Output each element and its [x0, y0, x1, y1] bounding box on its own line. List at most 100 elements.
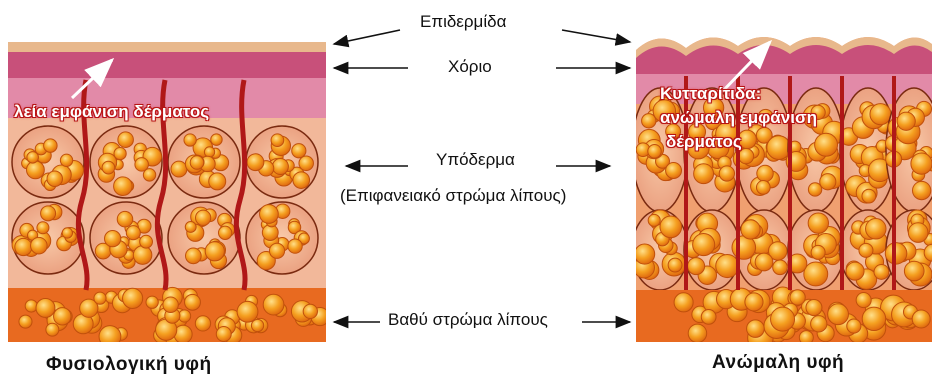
fat-cell	[904, 261, 924, 281]
fat-cell	[859, 243, 873, 257]
fat-cell	[660, 216, 682, 238]
fat-cell	[293, 172, 310, 189]
fat-cell	[54, 308, 71, 325]
cellulite-overlay: Κυτταρίτιδα: ανώμαλη εμφάνιση δέρματος	[660, 82, 817, 154]
fat-cell	[185, 222, 196, 233]
fat-cell	[897, 112, 915, 130]
fat-cell	[19, 315, 32, 328]
epidermis-arrow-right	[562, 30, 630, 42]
fat-cell	[847, 319, 861, 333]
fat-cell	[114, 177, 133, 196]
dermis-layer	[8, 52, 326, 78]
fat-cell	[828, 304, 849, 325]
fat-cell	[46, 323, 59, 336]
fat-cell	[806, 300, 822, 316]
fat-cell	[102, 161, 115, 174]
fat-cell	[247, 154, 264, 171]
fat-cell	[272, 159, 288, 175]
fat-cell	[674, 293, 693, 312]
fat-cell	[885, 243, 907, 265]
fat-cell	[44, 139, 58, 153]
fat-cell	[912, 181, 930, 199]
fat-cell	[184, 134, 196, 146]
fat-cell	[26, 161, 44, 179]
fat-cell	[209, 173, 226, 190]
fat-cell	[757, 165, 773, 181]
fat-cell	[133, 246, 152, 265]
fat-cell	[31, 237, 48, 254]
fat-cell	[186, 248, 202, 264]
epidermis-arrow-left	[334, 30, 400, 44]
normal-skin-overlay: λεία εμφάνιση δέρματος	[14, 100, 209, 124]
fat-cell	[15, 238, 32, 255]
fat-cell	[846, 262, 864, 280]
fat-cell	[218, 226, 231, 239]
fat-cell	[808, 183, 821, 196]
fat-cell	[99, 326, 121, 348]
fat-cell	[41, 206, 56, 221]
fat-cell	[126, 226, 140, 240]
fat-cell	[719, 166, 734, 181]
fat-cell	[716, 254, 739, 277]
fat-cell	[271, 134, 284, 147]
fat-cell	[811, 245, 825, 259]
fat-cell	[288, 239, 302, 253]
fat-cell	[195, 210, 210, 225]
epidermis-layer	[8, 42, 326, 52]
deep-fat-label: Βαθύ στρώμα λίπους	[388, 310, 548, 330]
fat-cell	[866, 219, 886, 239]
fat-cell	[756, 181, 770, 195]
fat-cell	[668, 258, 682, 272]
fat-cell	[303, 304, 317, 318]
fat-cell	[94, 292, 106, 304]
fat-cell	[269, 243, 284, 258]
fat-cell	[820, 174, 836, 190]
fat-cell	[135, 158, 149, 172]
fat-cell	[216, 327, 231, 342]
fat-cell	[856, 293, 871, 308]
cellulite-overlay-line-1: Κυτταρίτιδα:	[660, 82, 817, 106]
normal-texture-title: Φυσιολογική υφή	[46, 354, 212, 376]
fat-cell	[205, 242, 224, 261]
cellulite-overlay-line-3: δέρματος	[660, 130, 817, 154]
fat-cell	[251, 319, 263, 331]
cellulite-overlay-line-2: ανώμαλη εμφάνιση	[660, 106, 817, 130]
fat-cell	[47, 171, 63, 187]
fat-cell	[808, 213, 828, 233]
fat-cell	[862, 189, 876, 203]
fat-cell	[211, 134, 222, 145]
fat-cell	[688, 324, 706, 342]
fat-cell	[811, 316, 827, 332]
fat-cell	[185, 294, 201, 310]
fat-cell	[299, 156, 314, 171]
fat-cell	[117, 211, 133, 227]
fat-cell	[190, 156, 204, 170]
fat-cell	[908, 223, 928, 243]
superficial-fat-label: (Επιφανειακό στρώμα λίπους)	[340, 186, 566, 206]
fat-cell	[163, 297, 178, 312]
fat-cell	[912, 310, 930, 328]
irregular-texture-title: Ανώμαλη υφή	[712, 352, 844, 374]
fat-cell	[771, 307, 795, 331]
fat-cell	[37, 222, 49, 234]
dermis-label: Χόριο	[448, 57, 492, 77]
cellulite-skin-panel	[632, 28, 940, 351]
fat-cell	[237, 301, 258, 322]
fat-cell	[27, 152, 39, 164]
fat-cell	[745, 293, 763, 311]
fat-cell	[263, 294, 284, 315]
fat-cell	[60, 154, 72, 166]
fat-cell	[36, 298, 55, 317]
fat-cell	[693, 234, 715, 256]
fat-cell	[140, 235, 153, 248]
fat-cell	[105, 231, 121, 247]
fat-cell	[790, 290, 805, 305]
hypodermis-label: Υπόδερμα	[436, 150, 515, 170]
fat-cell	[701, 309, 716, 324]
fat-cell	[292, 144, 306, 158]
fat-cell	[799, 331, 813, 345]
epidermis-label: Επιδερμίδα	[420, 12, 506, 32]
fat-cell	[870, 104, 891, 125]
fat-cell	[755, 253, 773, 271]
fat-cell	[924, 244, 940, 261]
